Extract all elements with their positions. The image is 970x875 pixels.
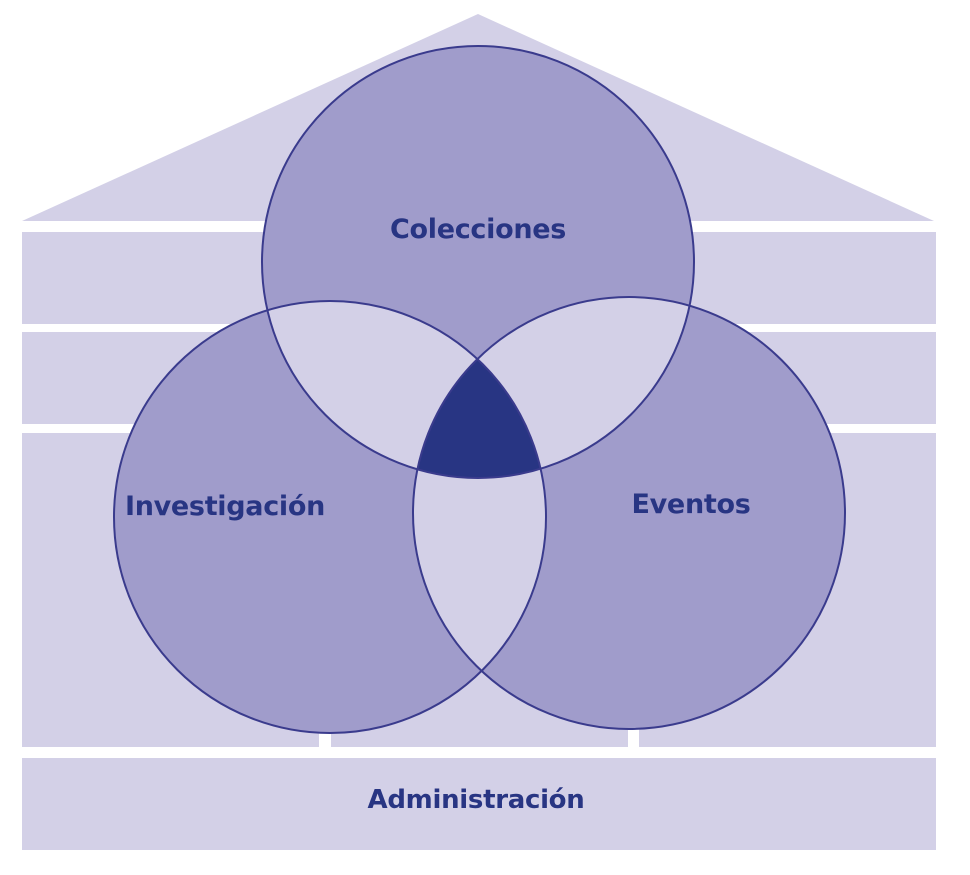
label-investigacion: Investigación: [125, 491, 325, 522]
outline-colecciones: [261, 45, 695, 479]
outline-investigacion: [113, 300, 547, 734]
label-administracion: Administración: [368, 785, 585, 815]
house-foundation: [22, 758, 936, 850]
label-colecciones: Colecciones: [390, 214, 566, 245]
circle-outlines: [113, 45, 846, 734]
label-eventos: Eventos: [631, 489, 750, 520]
overlap-colecciones-eventos: [413, 297, 694, 478]
outline-eventos: [412, 296, 846, 730]
overlap-colecciones-investigacion: [262, 301, 546, 478]
